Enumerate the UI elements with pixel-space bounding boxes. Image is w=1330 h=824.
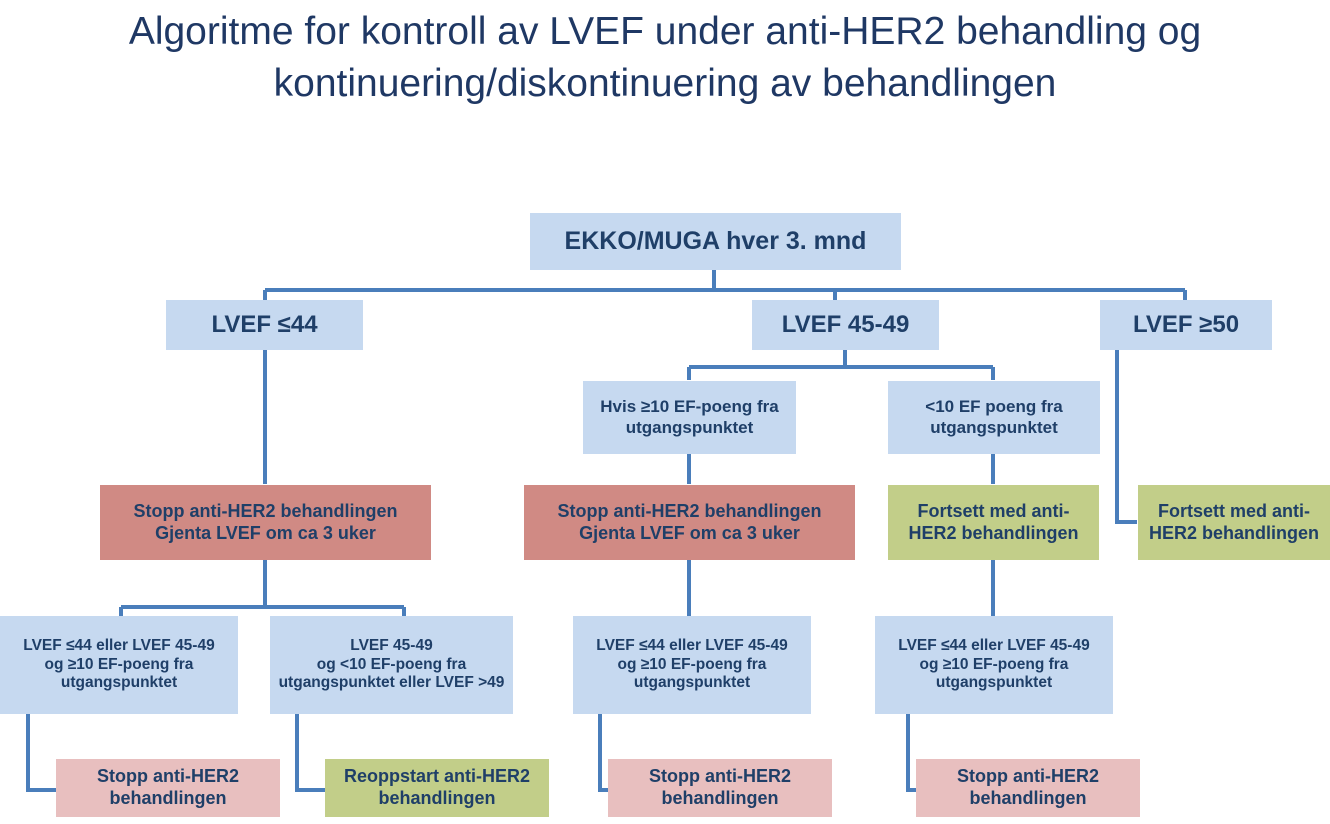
node-recheck-a[interactable]: LVEF ≤44 eller LVEF 45-49 og ≥10 EF-poen… — [0, 616, 238, 714]
node-under-10-ef[interactable]: <10 EF poeng fra utgangspunktet — [888, 381, 1100, 454]
node-continue-mid[interactable]: Fortsett med anti- HER2 behandlingen — [888, 485, 1099, 560]
node-lvef-high[interactable]: LVEF ≥50 — [1100, 300, 1272, 350]
edge-recheck-a-to-stop-a — [26, 714, 56, 792]
page-title: Algoritme for kontroll av LVEF under ant… — [128, 10, 1202, 105]
node-ekko-muga[interactable]: EKKO/MUGA hver 3. mnd — [530, 213, 901, 270]
node-stop-c[interactable]: Stopp anti-HER2 behandlingen — [608, 759, 832, 817]
node-lvef-low[interactable]: LVEF ≤44 — [166, 300, 363, 350]
node-drop-10-ef[interactable]: Hvis ≥10 EF-poeng fra utgangspunktet — [583, 381, 796, 454]
node-stop-repeat-mid[interactable]: Stopp anti-HER2 behandlingen Gjenta LVEF… — [524, 485, 855, 560]
node-stop-repeat-left[interactable]: Stopp anti-HER2 behandlingen Gjenta LVEF… — [100, 485, 431, 560]
edge-lvef-high-to-continue — [1115, 350, 1137, 524]
node-stop-a[interactable]: Stopp anti-HER2 behandlingen — [56, 759, 280, 817]
edge-recheck-b-to-restart-b — [295, 714, 325, 792]
node-recheck-d[interactable]: LVEF ≤44 eller LVEF 45-49 og ≥10 EF-poen… — [875, 616, 1113, 714]
node-continue-right[interactable]: Fortsett med anti- HER2 behandlingen — [1138, 485, 1330, 560]
node-recheck-c[interactable]: LVEF ≤44 eller LVEF 45-49 og ≥10 EF-poen… — [573, 616, 811, 714]
node-lvef-mid[interactable]: LVEF 45-49 — [752, 300, 939, 350]
node-stop-d[interactable]: Stopp anti-HER2 behandlingen — [916, 759, 1140, 817]
node-recheck-b[interactable]: LVEF 45-49 og <10 EF-poeng fra utgangspu… — [270, 616, 513, 714]
node-restart-b[interactable]: Reoppstart anti-HER2 behandlingen — [325, 759, 549, 817]
